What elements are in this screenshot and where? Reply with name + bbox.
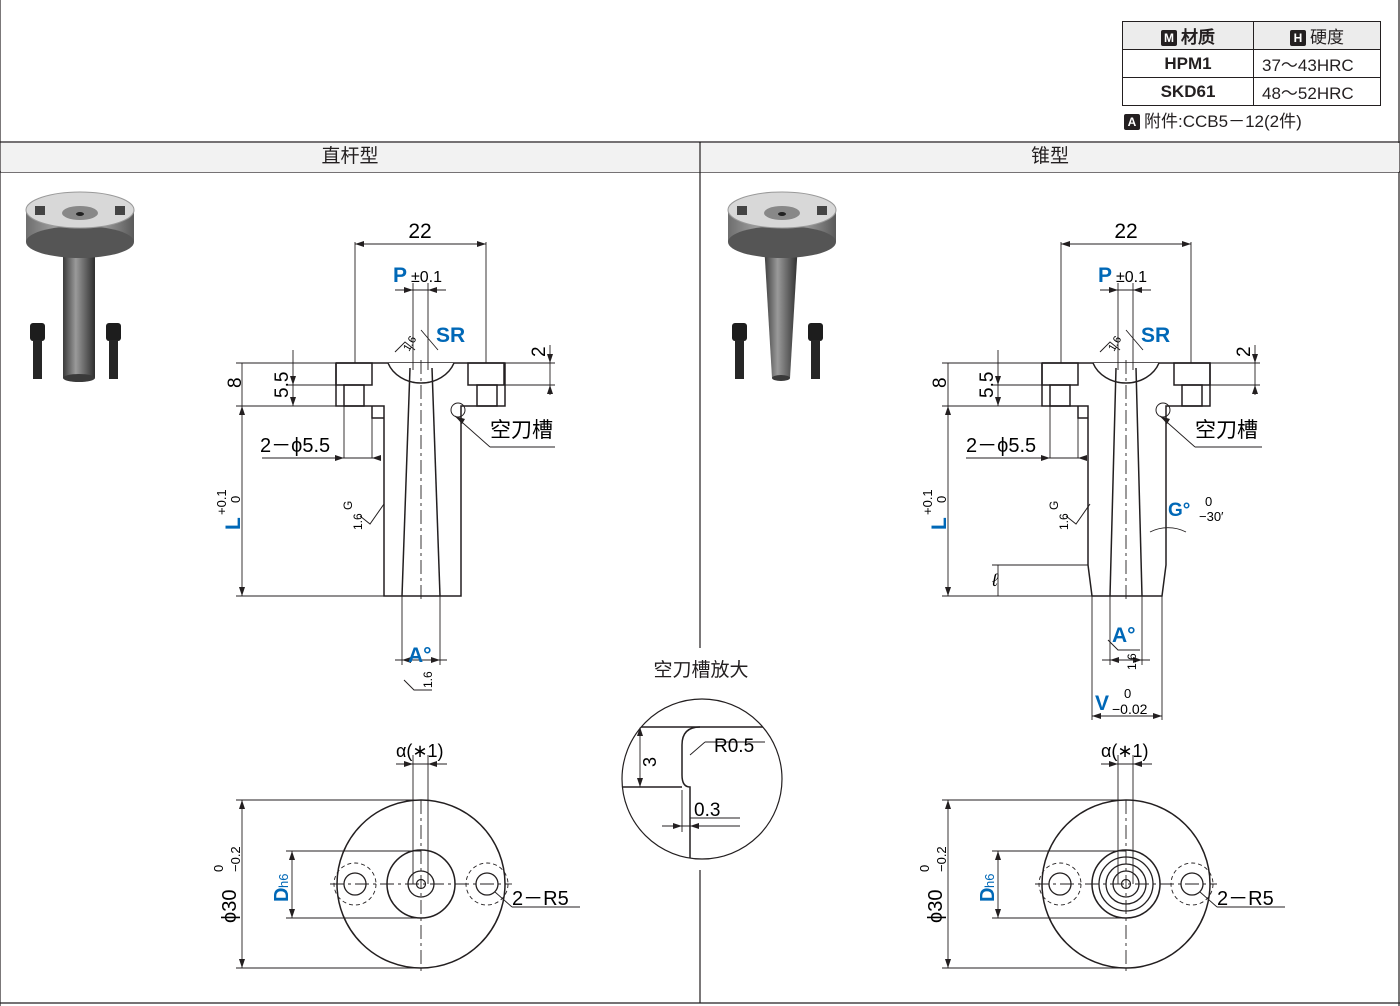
hardness-header: 硬度 [1310,28,1344,47]
taper-roughness-g: G [1047,501,1061,510]
taper-dia30-up: 0 [917,865,932,872]
straight-r5-label: 2－R5 [512,888,569,910]
hardness-cell: 48～52HRC [1253,77,1381,106]
taper-g-tol-up: 0 [1205,494,1212,509]
straight-l-tol-low: 0 [228,496,243,503]
surface-roughness-icon [1065,341,1140,651]
taper-a-label: A° [1112,624,1136,647]
straight-a-roughness: 1.6 [421,671,435,688]
straight-a-label: A° [408,644,432,667]
taper-dia30: ϕ30 [925,890,947,923]
straight-sr-label: SR [436,324,465,347]
hardness-badge-icon: H [1290,30,1306,46]
detail-dim-03: 0.3 [694,800,720,821]
taper-product-photo [727,191,837,381]
taper-g-tol-low: −30′ [1199,509,1224,524]
taper-p-label: P [1098,264,1112,287]
straight-dia30: ϕ30 [219,890,241,923]
taper-dim-8: 8 [930,377,951,388]
taper-l-tol-low: 0 [934,496,949,503]
straight-dim-5-5: 5.5 [272,372,293,398]
straight-l-label: L [222,517,245,530]
straight-alpha-label: α(∗1) [396,741,444,761]
taper-v-tol-up: 0 [1124,686,1131,701]
taper-roughness-16: 1.6 [1057,513,1071,530]
taper-dia30-low: −0.2 [934,846,949,872]
material-header: 材质 [1181,28,1215,47]
straight-type-title: 直杆型 [321,146,379,167]
spec-row: SKD61 48～52HRC [1122,77,1381,106]
taper-sr-label: SR [1141,324,1170,347]
material-badge-icon: M [1161,30,1177,46]
taper-l-tol-up: +0.1 [920,489,935,515]
taper-p-tol: ±0.1 [1116,269,1147,286]
taper-dim-5-5: 5.5 [977,372,998,398]
straight-dia30-low: −0.2 [228,846,243,872]
straight-p-tol: ±0.1 [411,269,442,286]
taper-alpha-label: α(∗1) [1101,741,1149,761]
taper-v-tol-low: −0.02 [1112,701,1148,717]
straight-product-photo [25,191,135,382]
taper-r5-label: 2－R5 [1217,888,1274,910]
taper-type-title: 锥型 [1030,146,1069,167]
detail-dim-3: 3 [640,757,660,767]
surface-roughness-icon [359,341,432,691]
taper-g-label: G° [1168,500,1190,521]
accessory-badge-icon: A [1124,114,1140,130]
taper-groove-label: 空刀槽 [1195,419,1258,442]
groove-enlarge-title: 空刀槽放大 [653,660,749,681]
straight-dim-22: 22 [408,220,431,243]
detail-r05-label: R0.5 [714,736,754,757]
taper-v-label: V [1095,692,1109,715]
straight-roughness-16: 1.6 [351,513,365,530]
straight-holes-label: 2－ϕ5.5 [260,435,330,457]
taper-ell-label: ℓ [991,570,999,590]
taper-dh6-label: D [977,888,999,902]
straight-roughness-g: G [341,501,355,510]
straight-p-label: P [393,264,407,287]
taper-l-label: L [928,517,951,530]
accessory-label: 附件:CCB5－12(2件) [1144,112,1302,131]
straight-dim-8: 8 [225,377,246,388]
taper-a-roughness: 1.6 [1125,653,1139,670]
straight-dia30-up: 0 [211,865,226,872]
material-cell: SKD61 [1122,77,1254,106]
straight-dim-2: 2 [529,346,550,357]
straight-l-tol-up: +0.1 [214,489,229,515]
straight-groove-label: 空刀槽 [490,419,553,442]
taper-dh6-sub: h6 [982,874,997,888]
taper-dim-22: 22 [1114,220,1137,243]
straight-dh6-sub: h6 [276,874,291,888]
straight-dh6-label: D [271,888,293,902]
taper-dim-2: 2 [1234,346,1255,357]
taper-holes-label: 2－ϕ5.5 [966,435,1036,457]
